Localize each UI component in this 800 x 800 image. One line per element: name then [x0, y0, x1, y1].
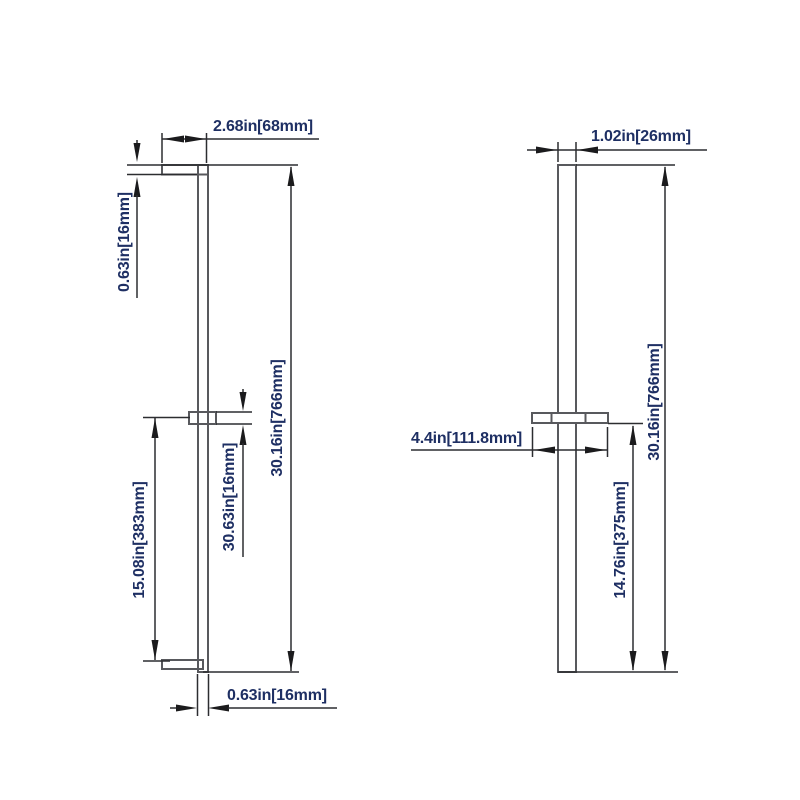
dim-label-total-length: 30.16in[766mm] [269, 359, 286, 476]
arrowhead-down-icon [239, 392, 247, 411]
dim-label-bracket-depth: 2.68in[68mm] [213, 118, 313, 135]
front-slider [188, 411, 217, 425]
dim-front-bracket-thickness: 0.63in[16mm] [116, 140, 298, 298]
dim-label-slider-thickness: 30.63in[16mm] [221, 443, 238, 552]
dim-side-total-length: 30.16in[766mm] [558, 164, 678, 673]
arrowhead-up-icon [661, 166, 669, 186]
dim-label-bar-width: 0.63in[16mm] [227, 687, 327, 704]
dim-side-slider-width: 4.4in[111.8mm] [411, 427, 609, 457]
dim-side-lower-section: 14.76in[375mm] [608, 422, 643, 671]
arrowhead-right-icon [176, 704, 197, 712]
arrowhead-down-icon [629, 651, 637, 671]
arrowhead-left-icon [577, 146, 598, 154]
dim-front-lower-section: 15.08in[383mm] [131, 416, 190, 662]
arrowhead-up-icon [629, 425, 637, 445]
arrowhead-down-icon [287, 651, 295, 671]
arrowhead-left-icon [534, 446, 555, 454]
dim-front-bar-width: 0.63in[16mm] [170, 674, 337, 716]
dim-label-side-lower-section: 14.76in[375mm] [612, 481, 629, 598]
dim-label-side-total-length: 30.16in[766mm] [646, 343, 663, 460]
side-slider-crossbar [531, 412, 609, 424]
arrowhead-down-icon [133, 143, 141, 162]
arrowhead-left-icon [208, 704, 229, 712]
arrowhead-down-icon [151, 640, 159, 660]
dim-front-total-length: 30.16in[766mm] [203, 166, 299, 673]
arrowhead-down-icon [661, 651, 669, 671]
dim-front-slider-thickness: 30.63in[16mm] [216, 389, 252, 557]
arrowhead-up-icon [133, 177, 141, 197]
arrowhead-right-icon [536, 146, 557, 154]
arrowhead-right-icon [585, 446, 606, 454]
front-bottom-bracket [161, 659, 204, 670]
front-view-part [161, 164, 217, 673]
dim-label-slider-width: 4.4in[111.8mm] [411, 430, 522, 447]
arrowhead-up-icon [287, 166, 295, 186]
front-top-bracket [161, 164, 209, 176]
front-bar [197, 164, 209, 673]
dim-label-bar-depth: 1.02in[26mm] [591, 128, 691, 145]
dim-label-bracket-thickness: 0.63in[16mm] [116, 192, 133, 292]
dim-side-bar-depth: 1.02in[26mm] [527, 128, 707, 162]
arrowhead-up-icon [151, 418, 159, 438]
dim-front-bracket-depth: 2.68in[68mm] [161, 118, 319, 163]
side-view-part [531, 164, 609, 673]
arrowhead-left-icon [163, 135, 184, 143]
arrowhead-right-icon [185, 135, 206, 143]
dim-label-lower-section: 15.08in[383mm] [131, 481, 148, 598]
arrowhead-up-icon [239, 425, 247, 445]
